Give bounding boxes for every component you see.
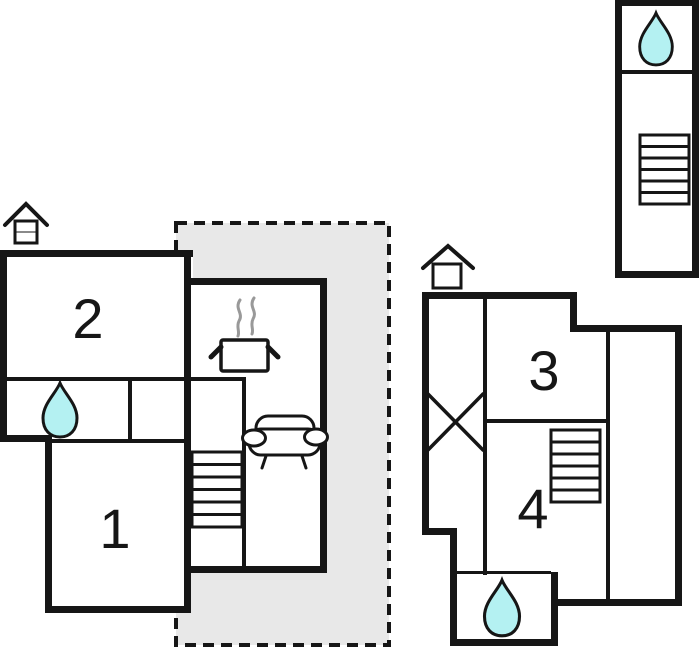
partition — [457, 571, 551, 574]
wall — [570, 292, 577, 332]
wall — [45, 435, 52, 613]
wall — [450, 528, 457, 646]
stove-pot-icon — [208, 338, 281, 373]
wall — [570, 325, 682, 332]
wall — [422, 292, 577, 299]
symbols — [3, 9, 691, 638]
water-drop-icon — [638, 9, 674, 67]
partition — [128, 377, 132, 439]
partition — [483, 299, 487, 575]
partition — [242, 379, 246, 568]
wall — [615, 0, 699, 6]
wall — [184, 250, 191, 613]
wall — [0, 435, 52, 442]
stairs-icon — [549, 428, 602, 504]
wall — [615, 0, 622, 278]
house-entrance-icon — [3, 201, 49, 245]
wall — [551, 572, 558, 646]
stairs-icon — [638, 133, 691, 206]
room3-label: 3 — [528, 339, 559, 402]
wall — [320, 278, 327, 573]
wall — [0, 250, 7, 442]
steam-icon — [236, 296, 256, 338]
cross-icon — [426, 392, 485, 452]
wall — [184, 278, 327, 285]
partition — [45, 439, 191, 443]
wall — [422, 528, 457, 535]
sofa-icon — [241, 414, 329, 470]
partition — [618, 70, 696, 74]
partition — [606, 332, 610, 599]
wall — [553, 599, 682, 606]
wall — [675, 325, 682, 606]
wall — [422, 292, 429, 535]
water-drop-icon — [41, 378, 79, 439]
water-drop-icon — [482, 576, 522, 638]
house-entrance-icon — [421, 243, 475, 290]
wall — [615, 271, 699, 278]
wall — [0, 250, 193, 257]
wall — [450, 639, 558, 646]
partition — [483, 419, 610, 423]
wall — [45, 606, 191, 613]
room1-label: 1 — [99, 497, 130, 560]
room2-label: 2 — [72, 287, 103, 350]
stairs-icon — [190, 450, 244, 529]
wall — [184, 566, 327, 573]
room4-label: 4 — [517, 477, 548, 540]
partition — [0, 377, 246, 381]
wall — [692, 0, 699, 278]
